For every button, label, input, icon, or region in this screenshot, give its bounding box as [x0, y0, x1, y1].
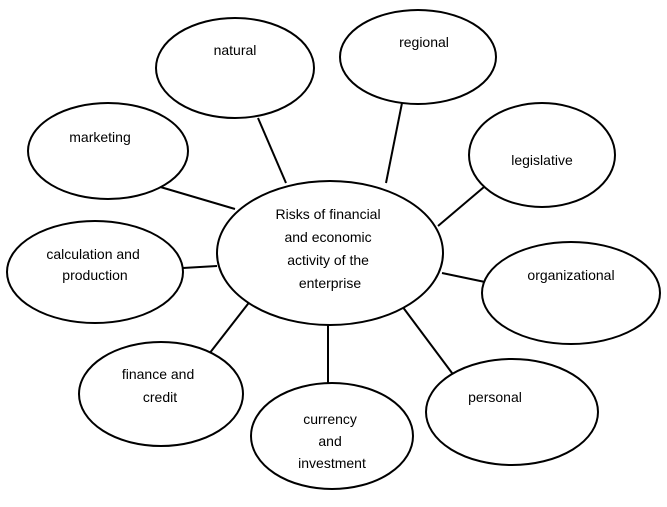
node-organizational-label: organizational: [527, 267, 614, 283]
connector-calculation: [182, 265, 218, 269]
node-calculation-label: calculation and production: [46, 246, 143, 283]
node-currency-label: currency and investment: [298, 411, 366, 471]
node-finance: finance and credit: [78, 341, 244, 447]
connector-natural: [257, 117, 287, 184]
connector-personal: [401, 305, 456, 378]
node-legislative: legislative: [468, 102, 616, 208]
node-marketing-label: marketing: [69, 129, 130, 145]
node-currency: currency and investment: [250, 382, 414, 490]
node-natural-label: natural: [214, 42, 257, 58]
node-personal-label: personal: [468, 389, 522, 405]
node-calculation: calculation and production: [6, 220, 184, 324]
node-legislative-label: legislative: [511, 152, 573, 168]
connector-organizational: [441, 272, 486, 283]
node-marketing: marketing: [27, 102, 189, 200]
node-personal: personal: [425, 358, 599, 466]
node-regional: regional: [339, 9, 497, 105]
connectors: [156, 102, 486, 386]
connector-finance: [208, 299, 252, 355]
connector-regional: [385, 102, 403, 184]
node-natural: natural: [155, 17, 315, 119]
center-node-label: Risks of financial and economic activity…: [276, 206, 385, 291]
node-finance-label: finance and credit: [122, 366, 198, 405]
node-regional-label: regional: [399, 34, 449, 50]
center-node: Risks of financial and economic activity…: [216, 180, 444, 326]
connector-legislative: [437, 186, 485, 227]
connector-marketing: [156, 185, 236, 210]
node-organizational: organizational: [481, 241, 661, 345]
